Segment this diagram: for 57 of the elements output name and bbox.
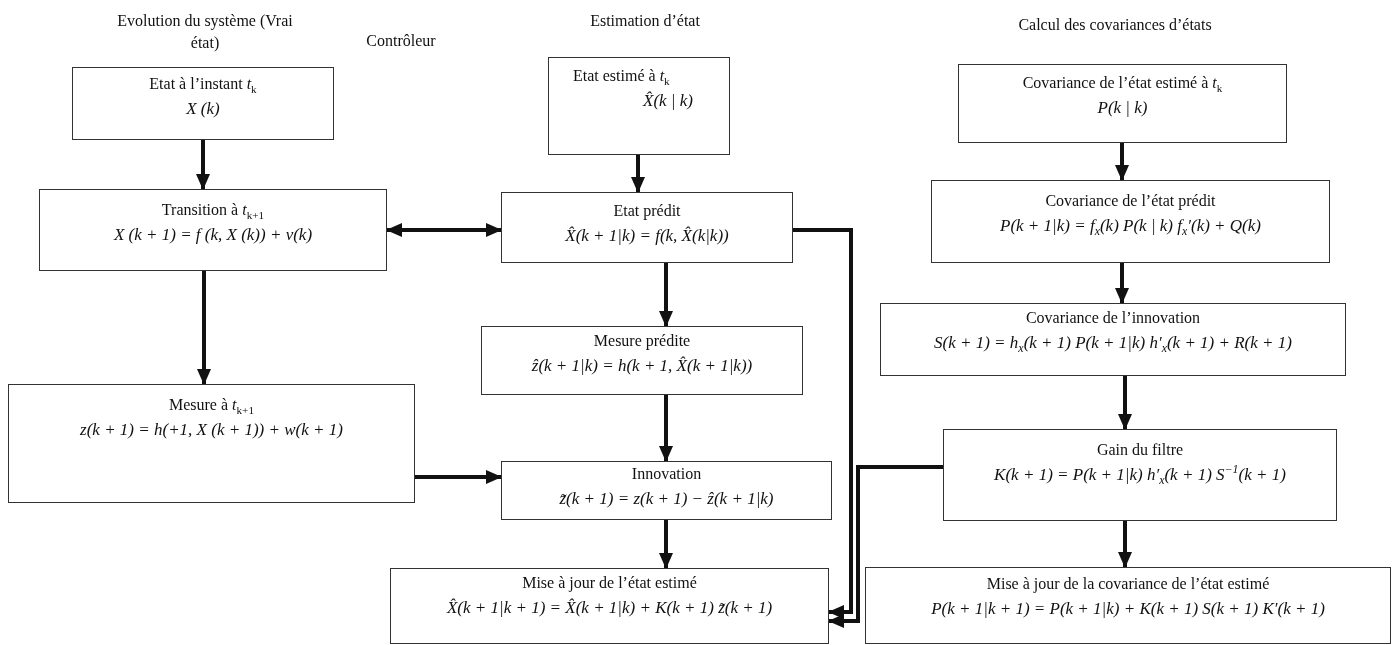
formula: P(k + 1|k) = f$_{x}$(k) P(k | k) f$_{x}$′(k) + Q(k) (1000, 215, 1261, 237)
arrow (659, 263, 673, 327)
formula: z(k + 1) = h(+1, X (k + 1)) + w(k + 1) (80, 419, 343, 441)
arrow (1118, 376, 1132, 430)
box-heading: Mesure prédite (593, 331, 691, 351)
arrow (197, 271, 211, 385)
formula: S(k + 1) = h$_{x}$(k + 1) P(k + 1|k) h′$_{x}$(k + 1) + R(k + 1) (934, 332, 1292, 354)
box-heading: Covariance de l’état prédit (1045, 191, 1216, 211)
box-heading: Etat à l’instant t$_{k}$ (149, 74, 257, 94)
process-box (8, 384, 415, 503)
box-heading: Etat estimé à t$_{k}$ (573, 66, 670, 86)
formula: X̂(k + 1|k + 1) = X̂(k + 1|k) + K(k + 1) z̃(k + 1) (446, 597, 773, 619)
process-box (72, 67, 334, 140)
arrow (415, 470, 502, 484)
arrow (631, 155, 645, 193)
box-heading: Mesure à t$_{k+1}$ (168, 395, 254, 415)
box-heading: Gain du filtre (1096, 440, 1184, 460)
process-box (931, 180, 1330, 263)
column-heading: Calcul des covariances d’états (1017, 15, 1213, 35)
arrow (1115, 143, 1129, 181)
formula: P(k + 1|k + 1) = P(k + 1|k) + K(k + 1) S(k + 1) K′(k + 1) (931, 598, 1325, 620)
formula: X̂(k | k) (643, 90, 693, 112)
process-box (501, 192, 793, 263)
process-box (39, 189, 387, 271)
process-box (880, 303, 1346, 376)
box-heading: Covariance de l’état estimé à t$_{k}$ (1022, 73, 1223, 93)
box-heading: Covariance de l’innovation (1025, 308, 1201, 328)
arrow (793, 228, 853, 619)
arrow (1115, 263, 1129, 304)
process-box (865, 567, 1391, 644)
process-box (548, 57, 730, 155)
formula: K(k + 1) = P(k + 1|k) h′$_{x}$(k + 1) S$^{−1}$(k + 1) (994, 464, 1286, 486)
column-heading: Estimation d’état (589, 11, 701, 31)
process-box (958, 64, 1287, 143)
process-box (481, 326, 803, 395)
box-heading: Etat prédit (613, 201, 681, 221)
column-heading: Contrôleur (365, 31, 437, 51)
arrow (1118, 521, 1132, 568)
arrow (196, 140, 210, 190)
formula: z̃(k + 1) = z(k + 1) − ẑ(k + 1|k) (559, 488, 774, 510)
box-heading: Innovation (631, 464, 702, 484)
box-heading: Mise à jour de l’état estimé (522, 573, 697, 593)
process-box (943, 429, 1337, 521)
formula: P(k | k) (1097, 97, 1148, 119)
formula: X (k + 1) = f (k, X (k)) + v(k) (113, 224, 313, 246)
formula: X (k) (186, 98, 220, 120)
arrow (659, 395, 673, 462)
formula: ẑ(k + 1|k) = h(k + 1, X̂(k + 1|k)) (531, 355, 753, 377)
arrow (828, 465, 943, 628)
process-box (390, 568, 829, 644)
arrow (386, 223, 502, 237)
box-heading: Transition à t$_{k+1}$ (161, 200, 265, 220)
box-heading: Mise à jour de la covariance de l’état estimé (986, 574, 1270, 594)
arrow (659, 520, 673, 569)
process-box (501, 461, 832, 520)
column-heading: Evolution du système (Vrai état) (116, 11, 294, 54)
formula: X̂(k + 1|k) = f(k, X̂(k|k)) (565, 225, 729, 247)
